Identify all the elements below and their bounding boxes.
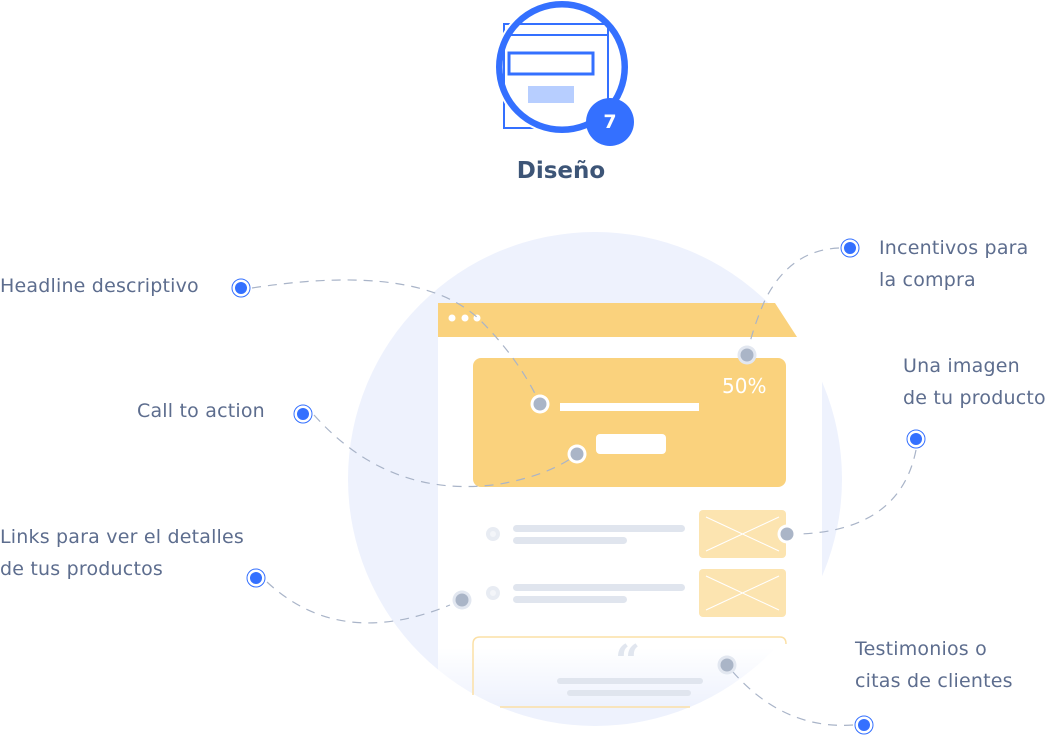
- callout-text: Una imagen: [903, 355, 1020, 377]
- callout-text: Headline descriptivo: [0, 275, 199, 297]
- browser-mockup: [438, 303, 822, 708]
- callout-product-links: Links para ver el detalles de tus produc…: [0, 521, 244, 585]
- callout-incentives: Incentivos para la compra: [879, 232, 1029, 296]
- callout-text: de tu producto: [903, 387, 1046, 409]
- callout-call-to-action: Call to action: [137, 395, 265, 427]
- callout-markers: [231, 238, 926, 735]
- callout-headline: Headline descriptivo: [0, 270, 199, 302]
- callout-product-image: Una imagen de tu producto: [903, 350, 1046, 414]
- callout-text: Call to action: [137, 400, 265, 422]
- callout-text: la compra: [879, 269, 976, 291]
- discount-text: 50%: [722, 374, 767, 398]
- step-number-badge: 7: [586, 98, 634, 146]
- anchor-dots: [452, 345, 797, 675]
- design-step-icon: [494, 0, 630, 135]
- callout-text: Links para ver el detalles: [0, 526, 245, 548]
- callout-text: Testimonios o: [855, 638, 987, 660]
- product-image-placeholder: [699, 510, 786, 617]
- callout-text: de tus productos: [0, 558, 164, 580]
- callout-text: Incentivos para: [879, 237, 1029, 259]
- step-title: Diseño: [516, 158, 606, 184]
- callout-text: citas de clientes: [855, 670, 1013, 692]
- quote-icon: “: [615, 636, 641, 687]
- connector-lines: [251, 247, 917, 726]
- callout-testimonials: Testimonios o citas de clientes: [855, 633, 1013, 697]
